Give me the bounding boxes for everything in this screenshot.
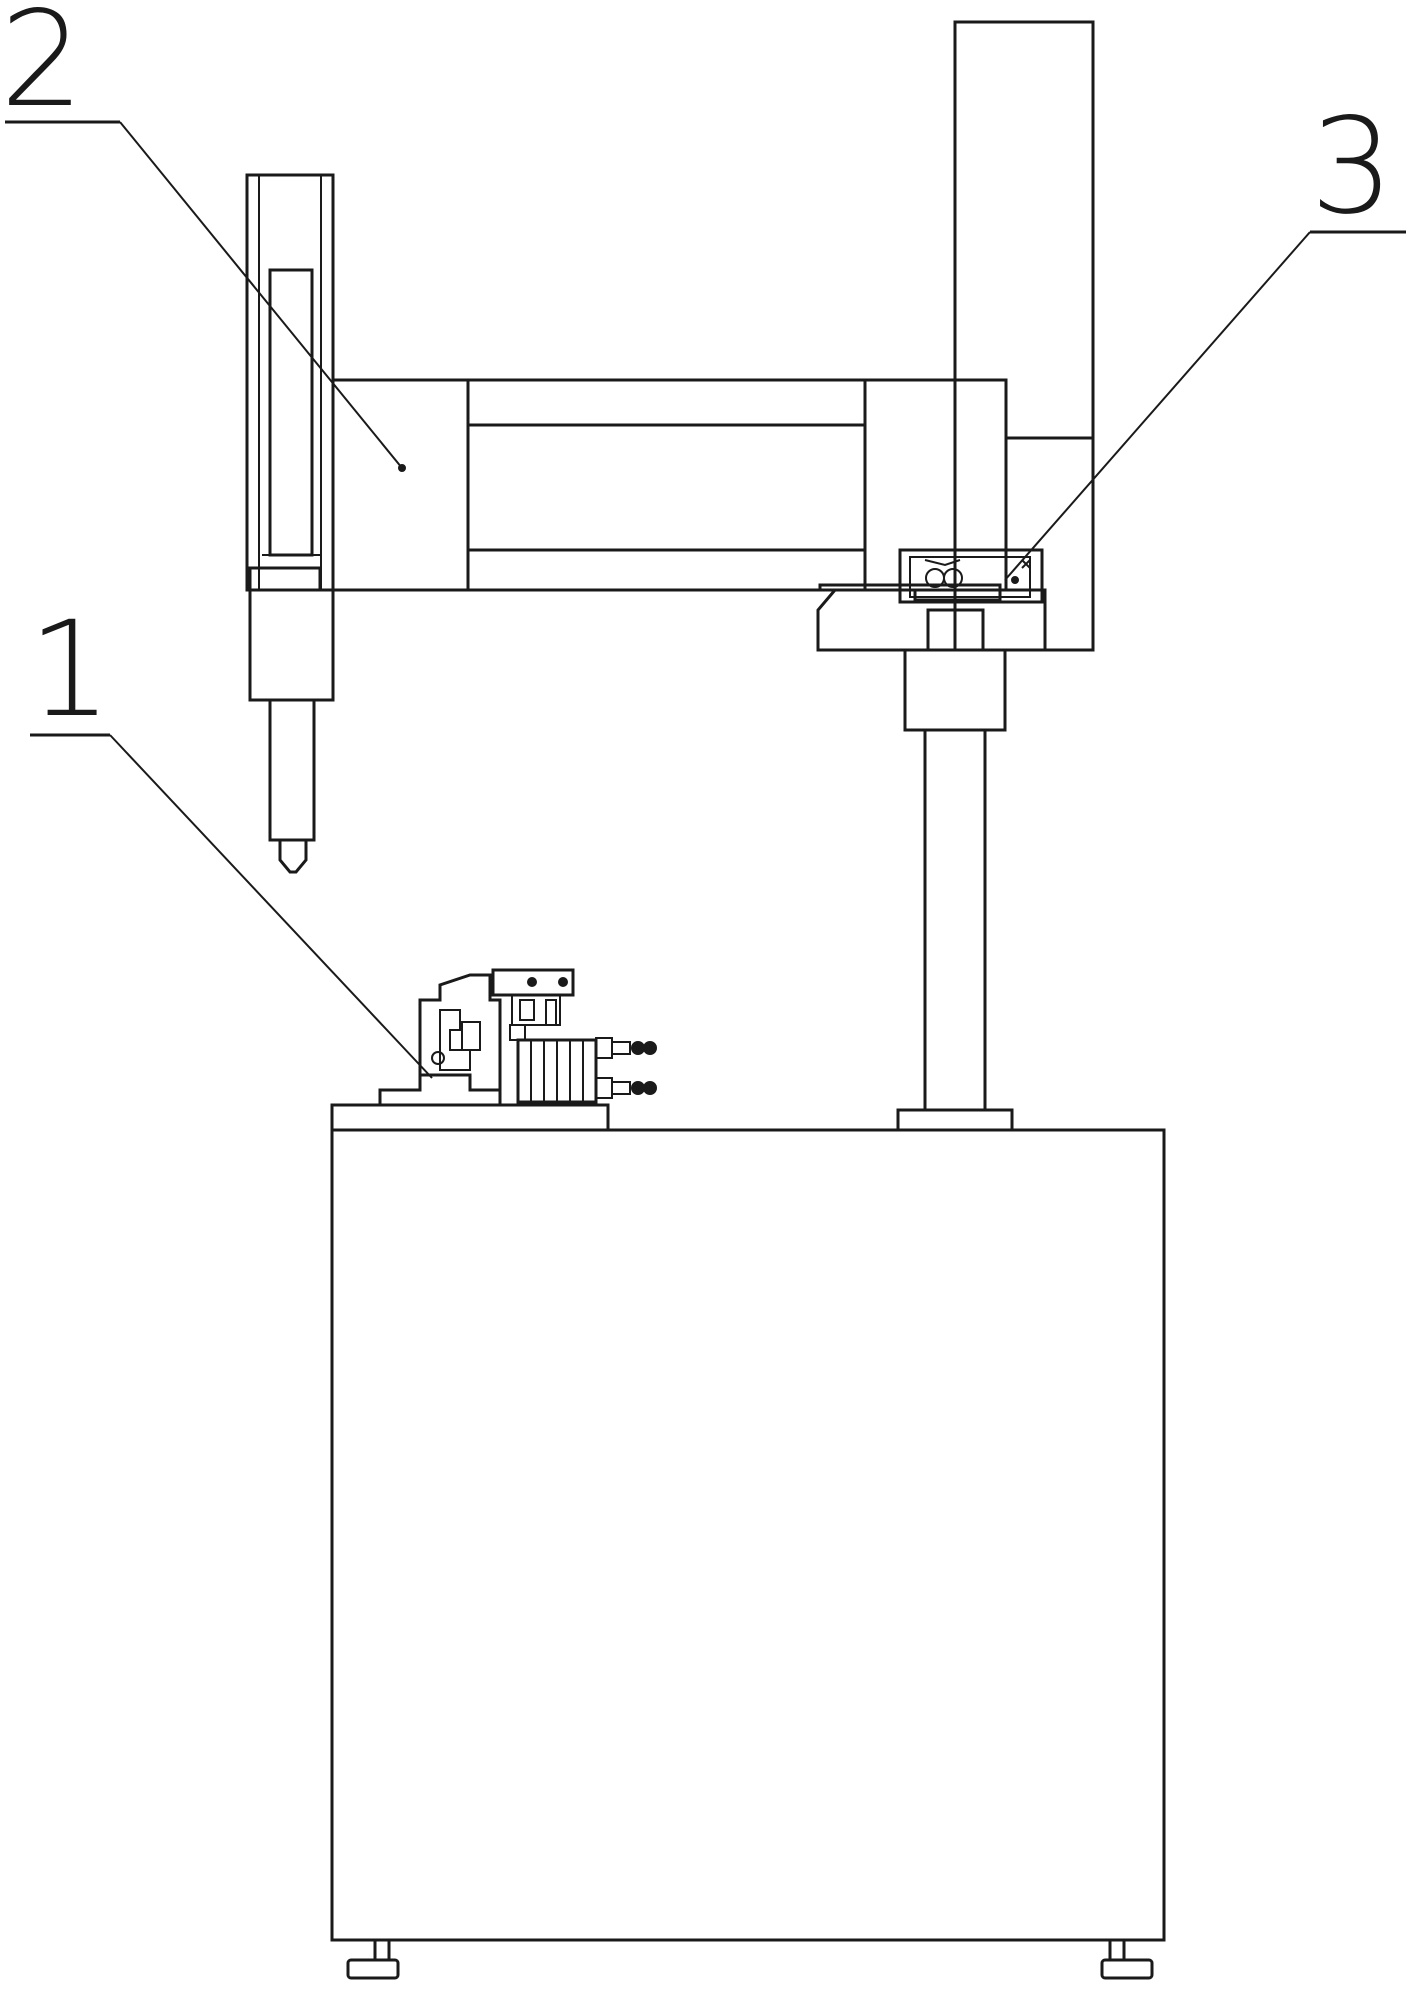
- callout-2[interactable]: 2: [0, 0, 406, 472]
- horizontal-arm: [331, 378, 1008, 592]
- fixture-assembly: [378, 968, 657, 1105]
- callout-label-3: 3: [1310, 90, 1394, 244]
- spindle-head: [245, 173, 335, 874]
- column-shaft: [923, 728, 987, 1112]
- sensor-housing: [898, 548, 1044, 604]
- column-base-plate: [896, 1108, 1014, 1132]
- arm-beam: [331, 378, 1008, 592]
- callout-leader-1: [109, 734, 433, 1079]
- lift-housing: [953, 20, 1095, 652]
- callout-anchor-2: [398, 464, 406, 472]
- cabinet-body: [330, 1128, 1166, 1942]
- sensor-bracket: [818, 583, 1002, 602]
- spindle-motor-block: [248, 588, 335, 702]
- vertical-column: [816, 20, 1095, 1112]
- base-cabinet: [330, 1103, 1166, 1980]
- fixture-fittings: [595, 1037, 657, 1099]
- work-table-plate: [330, 1103, 610, 1132]
- callout-leader-2: [119, 121, 403, 469]
- callout-label-1: 1: [28, 593, 112, 747]
- fixture-top-clamp: [491, 968, 575, 997]
- arm-left-carriage: [331, 378, 470, 592]
- sensor-assembly: [818, 548, 1044, 604]
- arm-right-carriage: [863, 378, 1008, 592]
- cabinet-foot-right: [1100, 1938, 1154, 1980]
- spindle-shaft: [268, 698, 316, 842]
- callout-label-2: 2: [0, 0, 84, 137]
- tool-bit: [278, 840, 308, 874]
- callout-3[interactable]: 3: [1004, 90, 1406, 581]
- callout-leader-3: [1004, 231, 1311, 581]
- callout-1[interactable]: 1: [28, 593, 433, 1079]
- cabinet-foot-left: [346, 1938, 400, 1980]
- column-collar: [903, 648, 1007, 732]
